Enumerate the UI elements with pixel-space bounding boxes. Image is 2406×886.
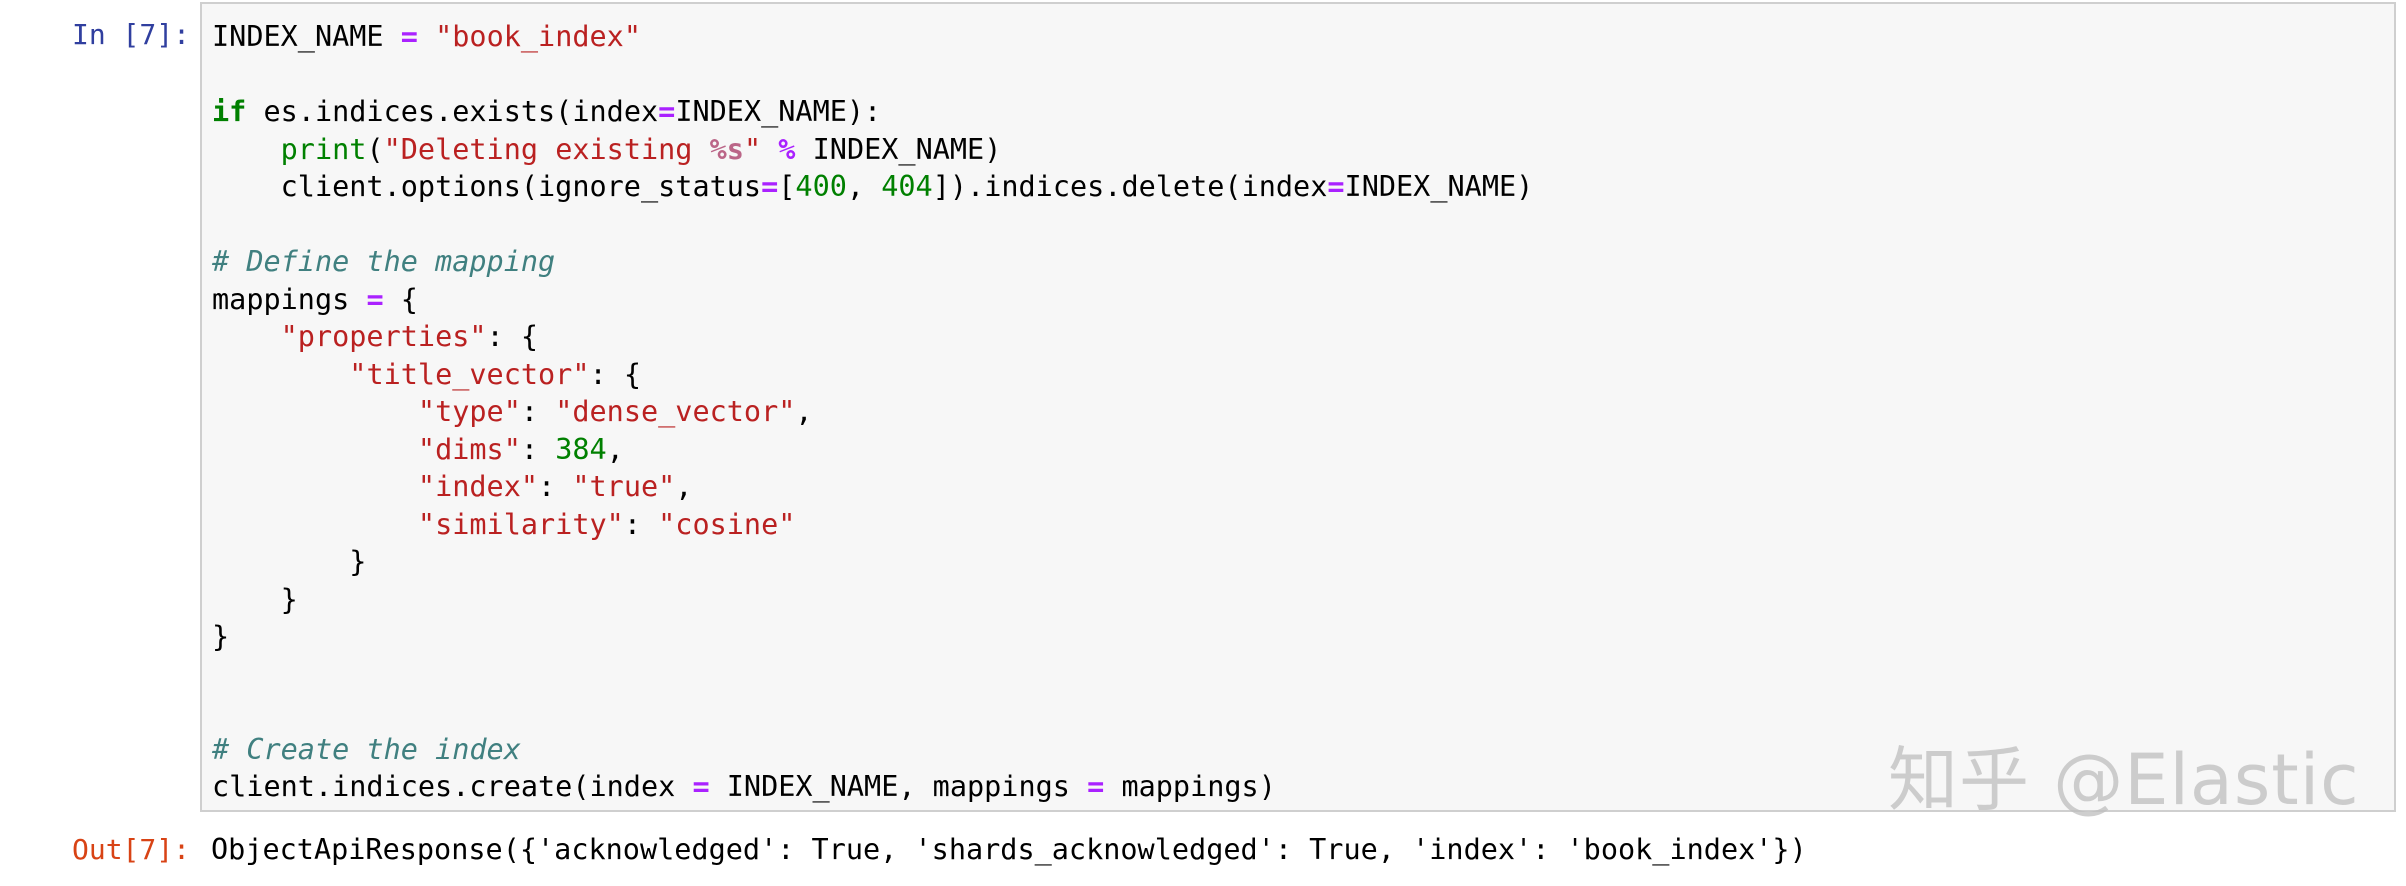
number-token: 384 bbox=[555, 432, 607, 466]
code-token bbox=[761, 133, 778, 166]
code-line: # Define the mapping bbox=[212, 243, 1533, 281]
string-token: "true" bbox=[572, 470, 676, 503]
code-line: } bbox=[212, 581, 1533, 619]
code-line: client.options(ignore_status=[400, 404])… bbox=[212, 168, 1534, 206]
code-token: , bbox=[795, 395, 813, 428]
operator-token: = bbox=[658, 95, 676, 128]
code-line: "similarity": "cosine" bbox=[212, 506, 1533, 544]
code-token: : bbox=[520, 432, 556, 466]
code-line: "index": "true", bbox=[212, 468, 1533, 506]
code-token: INDEX_NAME): bbox=[675, 95, 882, 128]
code-line: "type": "dense_vector", bbox=[212, 393, 1533, 431]
code-token: es.indices.exists(index bbox=[246, 95, 659, 128]
code-line: } bbox=[212, 543, 1533, 581]
code-line: # Create the index bbox=[212, 731, 1533, 769]
indent bbox=[212, 133, 281, 166]
string-token: "index" bbox=[417, 470, 539, 503]
code-line: "dims": 384, bbox=[212, 431, 1533, 469]
code-line-empty bbox=[212, 656, 1533, 694]
code-token: , bbox=[675, 470, 693, 503]
code-token bbox=[418, 20, 435, 53]
code-token: INDEX_NAME, mappings bbox=[709, 770, 1088, 803]
code-token: : bbox=[623, 507, 659, 541]
string-token: "dense_vector" bbox=[555, 395, 796, 428]
code-token: , bbox=[846, 170, 882, 203]
operator-token: = bbox=[1327, 170, 1345, 203]
code-token: { bbox=[383, 282, 418, 316]
code-line: "title_vector": { bbox=[212, 356, 1533, 394]
code-token: , bbox=[606, 432, 624, 466]
code-line-empty bbox=[212, 206, 1533, 244]
code-token: INDEX_NAME) bbox=[1344, 170, 1534, 203]
code-token: } bbox=[212, 582, 298, 616]
code-token: : { bbox=[589, 357, 641, 391]
string-token: "cosine" bbox=[658, 507, 796, 541]
code-line: "properties": { bbox=[212, 318, 1533, 356]
indent bbox=[212, 395, 418, 428]
code-token: [ bbox=[778, 170, 796, 203]
string-interpolation-token: %s bbox=[709, 132, 744, 166]
number-token: 400 bbox=[795, 170, 847, 203]
comment-token: # Create the index bbox=[212, 732, 521, 766]
indent bbox=[212, 508, 418, 541]
code-line: print("Deleting existing %s" % INDEX_NAM… bbox=[212, 131, 1533, 169]
output-prompt: Out[7]: bbox=[71, 833, 190, 866]
code-token: INDEX_NAME) bbox=[795, 132, 1002, 166]
code-token: INDEX_NAME bbox=[212, 20, 401, 53]
operator-token: = bbox=[1087, 770, 1105, 803]
code-line: if es.indices.exists(index=INDEX_NAME): bbox=[212, 93, 1533, 131]
input-prompt: In [7]: bbox=[71, 18, 190, 51]
string-token: "type" bbox=[417, 395, 521, 428]
number-token: 404 bbox=[881, 170, 933, 203]
code-token: } bbox=[212, 620, 230, 653]
builtin-token: print bbox=[280, 132, 367, 166]
zhihu-watermark: 知乎 @Elastic bbox=[1888, 739, 2360, 821]
code-input-area[interactable]: INDEX_NAME = "book_index"if es.indices.e… bbox=[200, 2, 2396, 812]
code-token: } bbox=[212, 545, 367, 578]
string-token: "book_index" bbox=[435, 20, 641, 53]
string-token: "dims" bbox=[417, 432, 521, 466]
string-token: "Deleting existing bbox=[383, 132, 710, 166]
indent bbox=[212, 470, 418, 503]
code-line: } bbox=[212, 618, 1533, 656]
string-token: "similarity" bbox=[417, 507, 624, 541]
code-token: ( bbox=[366, 132, 384, 166]
operator-token: = bbox=[761, 170, 779, 203]
code-token: mappings bbox=[212, 282, 367, 316]
code-token: client.options(ignore_status bbox=[280, 170, 762, 203]
code-line-empty bbox=[212, 693, 1533, 731]
code-line: INDEX_NAME = "book_index" bbox=[212, 18, 1533, 56]
keyword-token: if bbox=[212, 95, 247, 128]
code-token: client.indices.create(index bbox=[212, 770, 693, 803]
string-token: "title_vector" bbox=[349, 357, 590, 391]
cell-output: ObjectApiResponse({'acknowledged': True,… bbox=[211, 833, 1807, 866]
code-line: mappings = { bbox=[212, 281, 1533, 319]
string-token: " bbox=[743, 132, 762, 166]
operator-token: = bbox=[366, 282, 384, 316]
code-editor[interactable]: INDEX_NAME = "book_index"if es.indices.e… bbox=[212, 18, 1533, 806]
code-line: client.indices.create(index = INDEX_NAME… bbox=[212, 768, 1533, 806]
code-token: ]).indices.delete(index bbox=[932, 170, 1328, 203]
comment-token: # Define the mapping bbox=[212, 245, 556, 278]
string-token: "properties" bbox=[280, 320, 487, 353]
indent bbox=[212, 320, 281, 353]
code-token: : bbox=[520, 395, 556, 428]
operator-token: % bbox=[778, 132, 796, 166]
indent bbox=[212, 170, 281, 203]
indent bbox=[212, 358, 349, 391]
code-token: mappings) bbox=[1104, 770, 1276, 803]
operator-token: = bbox=[692, 770, 710, 803]
operator-token: = bbox=[400, 20, 418, 53]
code-line-empty bbox=[212, 56, 1533, 94]
code-token: : { bbox=[486, 320, 539, 353]
indent bbox=[212, 433, 418, 466]
code-token: : bbox=[538, 470, 573, 503]
